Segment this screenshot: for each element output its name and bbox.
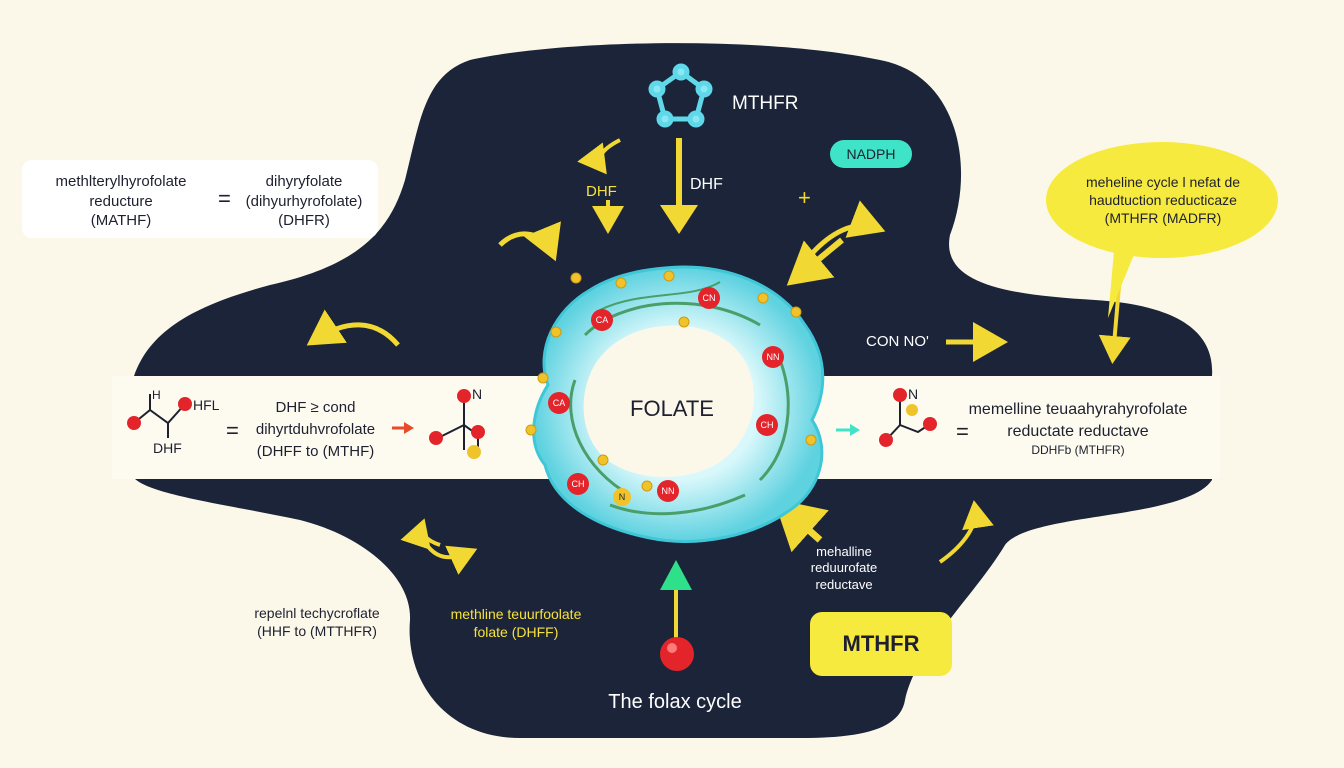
diagram-title: The folax cycle (608, 691, 742, 713)
band-right-equals: = (956, 419, 969, 444)
band-right-line: DDHFb (MTHFR) (1031, 443, 1125, 458)
bottom-yellow-line: methline teuurfoolate (450, 606, 582, 622)
lower-left-line: repelnl techycroflate (254, 605, 380, 621)
band-left-text: DHF ≥ cond dihyrtduhvrofolate (DHFF to (… (248, 397, 383, 462)
left-box-line: (DHFR) (278, 212, 330, 229)
arrow-down-main (660, 138, 698, 234)
band-right-line: reductate reductave (1007, 422, 1149, 440)
band-right-line: memelline teuaahyrahyrofolate (968, 401, 1188, 418)
band-left-line: DHF ≥ cond (275, 399, 356, 416)
arrow-curve-top-left (577, 138, 621, 175)
band-mol2-label: N (472, 386, 483, 402)
arrow-curve-into-ring-left (498, 221, 561, 262)
left-box-line: methlterylhyrofolate (55, 173, 187, 190)
nadph-badge: NADPH (830, 140, 912, 168)
left-box-equals: = (218, 186, 231, 211)
pentagon-molecule-icon (648, 63, 713, 128)
left-box-line: reducture (89, 192, 153, 210)
arrow-into-ring-lower-right (773, 498, 829, 553)
band-right-mol-label: N (908, 386, 919, 402)
left-box-line: (MATHF) (90, 212, 152, 229)
arrow-up-green (660, 560, 692, 640)
left-box-term-2: dihyryfolate (dihyurhyrofolate) (DHFR) (234, 172, 374, 231)
arrow-teal-right (836, 424, 860, 436)
lower-right-line: reduurofate (810, 560, 878, 576)
callout-bubble (1046, 142, 1278, 318)
bottom-yellow-line: folate (DHFF) (473, 623, 559, 640)
plus-sign: + (798, 185, 811, 210)
top-enzyme-label: MTHFR (732, 93, 799, 114)
left-definition-box: methlterylhyrofolate reducture (MATHF) =… (22, 160, 378, 238)
callout-line: (MTHFR (MADFR) (1104, 210, 1222, 227)
arrow-curve-bottom-left-2 (400, 518, 441, 551)
dhf-label-left: DHF (586, 183, 617, 200)
left-box-line: (dihyurhyrofolate) (245, 192, 363, 210)
arrow-red-right (392, 422, 414, 434)
arrow-into-ring-right (786, 237, 844, 286)
callout-text: meheline cycle l nefat de haudtuction re… (1048, 173, 1278, 228)
callout-line: meheline cycle l nefat de (1085, 174, 1241, 190)
lower-right-line: reductave (815, 576, 873, 592)
lower-right-label: mehalline reduurofate reductave (796, 544, 892, 593)
band-left-equals: = (226, 418, 239, 443)
arrow-curve-bottom-right (938, 500, 994, 564)
mthfr-enzyme-box: MTHFR (810, 612, 952, 676)
lower-left-text: repelnl techycroflate (HHF to (MTTHFR) (232, 605, 402, 640)
lower-right-line: mehalline (816, 544, 872, 559)
band-left-line: dihyrtduhvrofolate (255, 420, 376, 438)
dhf-label-center: DHF (690, 176, 723, 193)
band-right-text: memelline teuaahyrahyrofolate reductate … (958, 399, 1198, 458)
center-folate-label: FOLATE (630, 396, 714, 421)
callout-line: haudtuction reducticaze (1089, 192, 1237, 209)
molecule-intermediate (429, 389, 485, 459)
band-left-h-label: H (152, 388, 161, 402)
band-left-bottom-label: DHF (153, 440, 182, 456)
red-start-node (660, 637, 694, 671)
left-box-term-1: methlterylhyrofolate reducture (MATHF) (36, 172, 206, 231)
ring-inner-hole (583, 325, 755, 477)
band-left-line: (DHFF to (MTHF) (256, 442, 375, 460)
molecule-dhf-left (127, 394, 192, 438)
molecule-mthf-right (879, 388, 937, 447)
con-label: CON NO' (866, 333, 929, 350)
band-left-top-label: HFL (193, 397, 220, 413)
red-node-highlight (667, 643, 677, 653)
lower-left-line: (HHF to (MTTHFR) (257, 622, 377, 639)
bottom-yellow-text: methline teuurfoolate folate (DHFF) (440, 606, 592, 641)
arrow-curve-left (306, 309, 400, 347)
left-box-line: dihyryfolate (265, 173, 343, 190)
folate-ring (532, 265, 825, 543)
